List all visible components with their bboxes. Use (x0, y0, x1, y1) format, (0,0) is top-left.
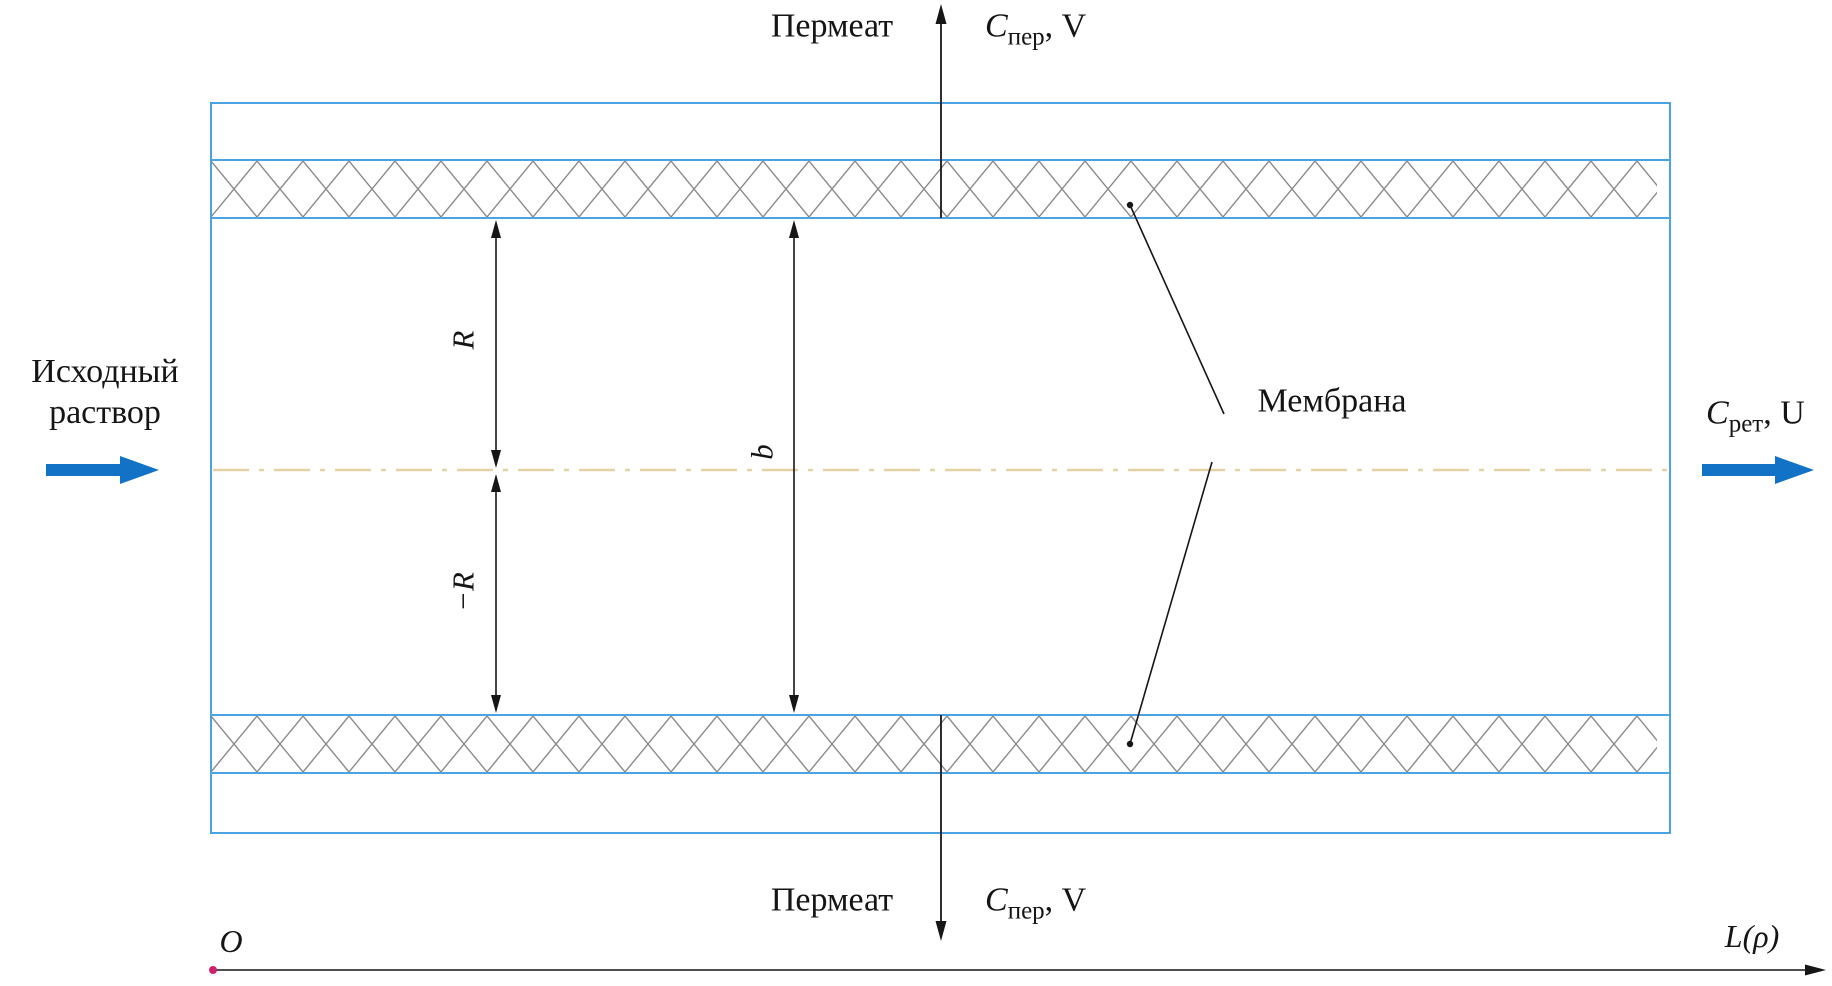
concentration-symbol: C (985, 881, 1008, 919)
origin-dot-icon (209, 966, 217, 974)
retentate-flow-label: Cрет, U (1706, 394, 1805, 438)
length-axis-arrowhead-icon (1805, 964, 1826, 976)
concentration-subscript: рет (1728, 410, 1764, 438)
leader-dot-icon (1126, 740, 1134, 748)
membrane-bottom-hatch (211, 716, 1657, 772)
membrane-leader-bottom (1129, 461, 1213, 745)
membrane-leader-top (1129, 204, 1225, 415)
dimension-r-upper-label: R (445, 330, 481, 350)
dimension-arrowhead-icon (491, 220, 501, 238)
dimension-b-label: b (744, 444, 780, 460)
permeate-top-flow-label: Cпер, V (985, 7, 1087, 51)
flow-variable: , U (1763, 394, 1805, 432)
dimension-arrowhead-icon (491, 474, 501, 492)
dimension-arrowhead-icon (789, 220, 799, 238)
feed-label-line2: раствор (49, 394, 161, 431)
flow-variable: , V (1044, 7, 1087, 45)
permeate-top-label: Пермеат (770, 7, 894, 45)
concentration-subscript: пер (1007, 897, 1045, 925)
dimension-arrowhead-icon (491, 695, 501, 713)
membrane-strip-borders (211, 159, 1670, 774)
permeate-top-arrowhead-icon (935, 4, 947, 24)
membrane-top-hatch (211, 161, 1657, 217)
retentate-flow-arrow-icon (1702, 456, 1814, 484)
feed-flow-arrow-icon (46, 456, 159, 484)
permeate-bottom-flow-label: Cпер, V (985, 881, 1087, 925)
permeate-bottom-arrowhead-icon (935, 921, 947, 941)
dimension-r-lower-label: −R (445, 572, 481, 612)
concentration-subscript: пер (1007, 23, 1045, 51)
membrane-label: Мембрана (1257, 382, 1407, 420)
dimension-arrowhead-icon (491, 450, 501, 468)
concentration-symbol: C (985, 7, 1008, 45)
feed-label: Исходный раствор (31, 352, 178, 434)
flow-variable: , V (1044, 881, 1087, 919)
leader-dot-icon (1126, 201, 1134, 209)
origin-label: O (219, 922, 243, 959)
feed-label-line1: Исходный (31, 353, 179, 391)
concentration-symbol: C (1706, 394, 1729, 432)
length-axis-label: L(ρ) (1724, 917, 1780, 954)
permeate-bottom-label: Пермеат (770, 881, 894, 919)
dimension-arrowhead-icon (789, 695, 799, 713)
